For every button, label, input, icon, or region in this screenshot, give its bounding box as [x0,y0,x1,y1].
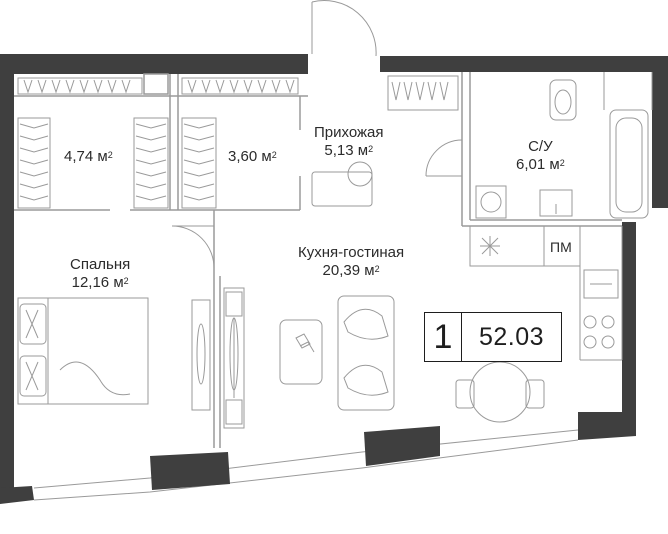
room-name: Прихожая [314,124,384,141]
room-area: 4,74 м [64,148,108,165]
closet-top-left [17,77,143,95]
room-name: Кухня-гостиная [298,244,405,261]
facade-windows [33,429,579,501]
room-area: 12,16 м [71,274,124,291]
room-area: 20,39 м [322,262,375,279]
kitchen-counter [469,225,623,361]
tv-unit [191,287,245,429]
unit-superscript: 2 [374,264,380,274]
closet-middle-column [133,117,217,209]
room-hallway: Прихожая 5,13 м2 [314,124,384,160]
bedroom-door [171,225,215,269]
unit-superscript: 2 [368,144,374,154]
bathroom-door [425,139,463,177]
unit-superscript: 2 [271,150,277,160]
room-area: 5,13 м [324,142,369,159]
entrance-door [311,0,377,57]
apartment-summary-badge: 1 52.03 [424,312,562,362]
room-name: Спальня [70,256,131,273]
closet-bathroom [387,75,459,111]
total-area: 52.03 [478,322,545,351]
living-furniture [279,295,395,411]
unit-superscript: 2 [123,276,129,286]
pm-label: ПМ [550,239,572,255]
dining-table [455,361,545,423]
hallway-bench [311,161,373,207]
bed [17,297,149,405]
room-closet-middle: 3,60 м2 [228,148,277,166]
room-kitchen-living: Кухня-гостиная 20,39 м2 [298,244,404,280]
bathroom-fixtures [475,72,653,219]
unit-superscript: 2 [107,150,113,160]
rooms-count: 1 [425,313,462,361]
room-bedroom: Спальня 12,16 м2 [70,256,130,292]
exterior-walls [0,54,668,504]
unit-superscript: 2 [559,158,565,168]
closet-top-middle [181,77,299,95]
window-piers [150,426,440,490]
room-area: 6,01 м [516,156,560,173]
room-bathroom: С/У 6,01 м2 [516,138,565,174]
room-closet-left: 4,74 м2 [64,148,113,166]
room-area: 3,60 м [228,148,272,165]
room-name: С/У [528,138,553,155]
closet-left-column [17,117,51,209]
